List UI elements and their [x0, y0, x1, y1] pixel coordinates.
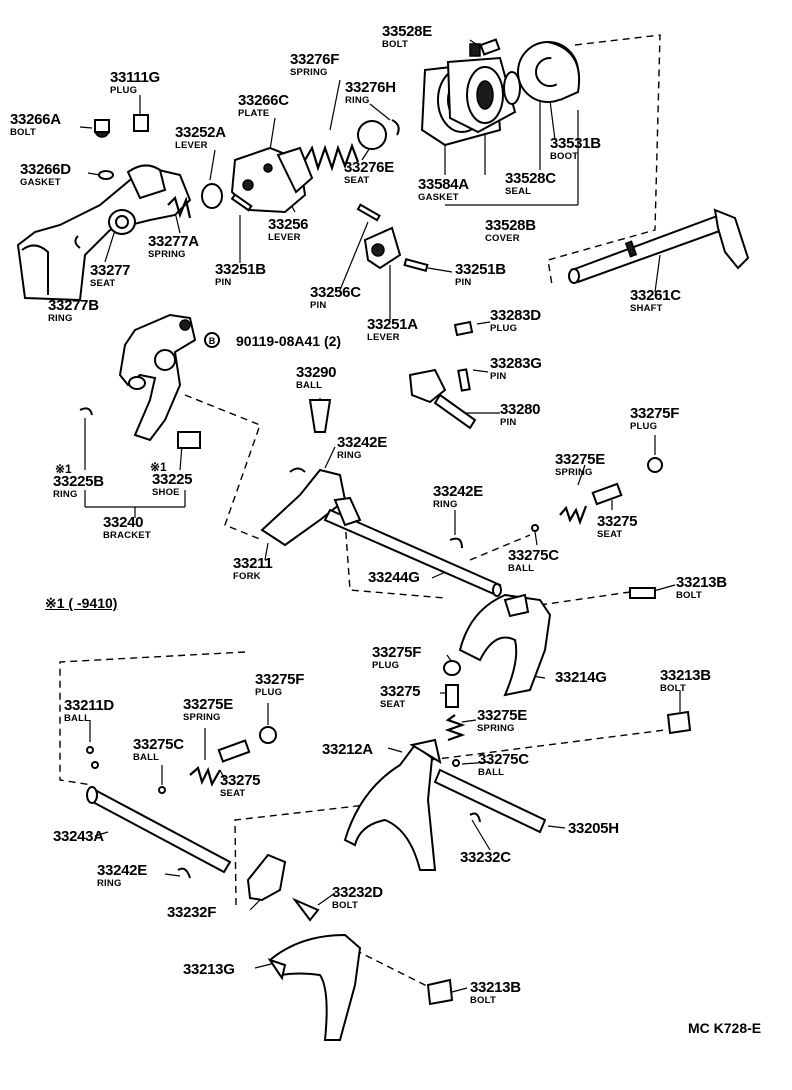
upper-housing: [16, 114, 223, 302]
fork-33212A: [343, 738, 547, 871]
diagram-code: MC K728-E: [688, 1020, 762, 1036]
lever-plate-assembly: [230, 119, 429, 272]
label-33205H: 33205H: [568, 820, 619, 837]
dash-ball-fork: [469, 534, 531, 561]
label-33214G: 33214G: [555, 669, 607, 686]
dash-shaft-fork: [344, 519, 446, 599]
pin-33280: [308, 320, 477, 433]
mark-33225B: ※1: [55, 462, 72, 476]
dash-bolt-fork2: [429, 729, 666, 761]
mark-33225: ※1: [150, 460, 167, 474]
label-33232C: 33232C: [460, 849, 511, 866]
shift-shaft-33261C: [568, 208, 750, 284]
label-33243A: 33243A: [53, 828, 104, 845]
dash-cover-shaft: [547, 34, 661, 286]
cover-assembly: [420, 38, 581, 147]
dash-lower-middle: [234, 799, 411, 906]
label-33244G: 33244G: [368, 569, 420, 586]
dash-bolt-fork: [539, 591, 631, 606]
fork-33213G: [246, 853, 454, 1041]
label-33213G: 33213G: [183, 961, 235, 978]
bracket-33240: B: [79, 313, 220, 449]
small-parts-upper: [531, 457, 663, 599]
dash-lower-bolt: [354, 949, 436, 991]
label-33232F: 33232F: [167, 904, 217, 921]
bolt-reference: 90119-08A41 (2): [236, 333, 342, 349]
dash-lower-left: [59, 651, 246, 786]
label-33212A: 33212A: [322, 741, 373, 758]
svg-text:B: B: [209, 336, 216, 346]
small-parts-center: [443, 660, 692, 742]
fork-shaft-33244G: [260, 467, 502, 597]
footnote-range: ※1 ( -9410): [45, 595, 118, 611]
shaft-33243A: [86, 726, 277, 879]
dash-bracket-fork: [184, 394, 263, 541]
fork-33214G: [458, 593, 552, 697]
